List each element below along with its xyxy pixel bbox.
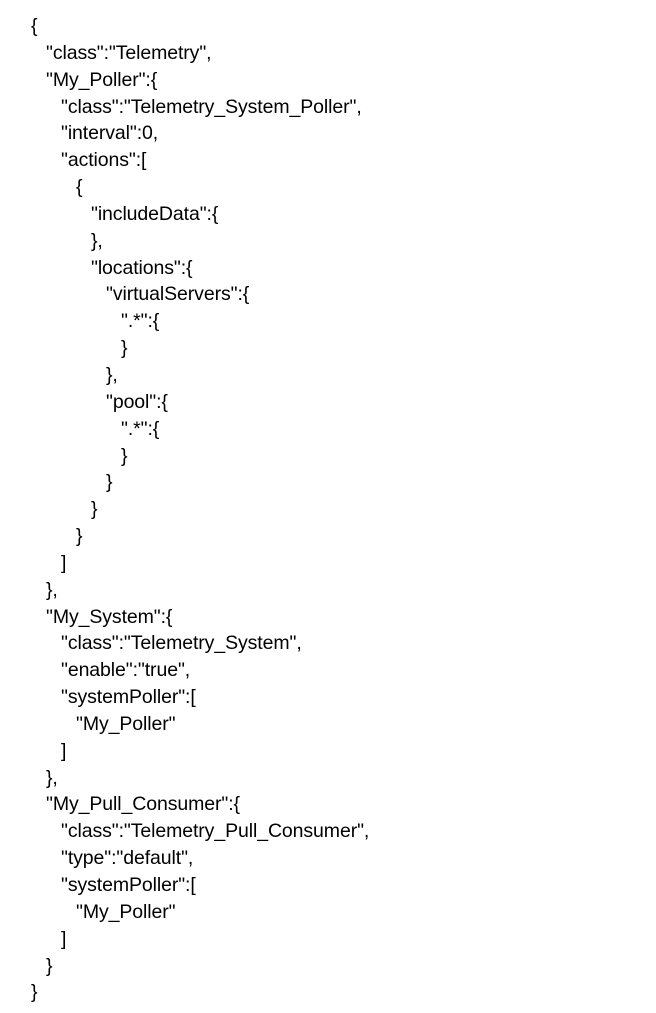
- line-my-poller-open: "My_Poller":{: [46, 68, 158, 91]
- line-vs-wildcard-close: }: [121, 337, 128, 360]
- line-my-system-close: },: [46, 766, 58, 789]
- line-pull-consumer-close: }: [46, 954, 53, 977]
- line-system-poller-open: "systemPoller":[: [61, 686, 196, 709]
- line-consumer-poller-item: "My_Poller": [76, 900, 176, 923]
- line-pool-close: }: [106, 471, 113, 494]
- line-pool-wildcard-close: }: [121, 444, 128, 467]
- line-system-class: "class":"Telemetry_System",: [61, 632, 302, 655]
- line-consumer-poller-close: ]: [61, 927, 67, 950]
- line-action-object-open: {: [76, 176, 83, 199]
- line-pull-consumer-open: "My_Pull_Consumer":{: [46, 793, 240, 816]
- line-locations-close: }: [91, 498, 98, 521]
- line-system-poller-close: ]: [61, 739, 67, 762]
- line-system-poller-item: "My_Poller": [76, 712, 176, 735]
- line-pool-open: "pool":{: [106, 390, 168, 413]
- line-action-object-close: }: [76, 525, 83, 548]
- line-locations-open: "locations":{: [91, 256, 193, 279]
- line-virtual-servers-open: "virtualServers":{: [106, 283, 250, 306]
- line-consumer-type: "type":"default",: [61, 847, 194, 870]
- line-close-root: }: [31, 981, 38, 1004]
- line-root-class: "class":"Telemetry",: [46, 41, 212, 64]
- line-my-poller-close: },: [46, 578, 58, 601]
- line-actions-close: ]: [61, 551, 67, 574]
- line-actions-open: "actions":[: [61, 149, 147, 172]
- line-consumer-class: "class":"Telemetry_Pull_Consumer",: [61, 820, 370, 843]
- line-include-data-open: "includeData":{: [91, 202, 219, 225]
- line-poller-interval: "interval":0,: [61, 122, 159, 145]
- line-poller-class: "class":"Telemetry_System_Poller",: [61, 95, 362, 118]
- line-consumer-poller-open: "systemPoller":[: [61, 874, 196, 896]
- line-include-data-close: },: [91, 229, 103, 252]
- line-pool-wildcard-open: ".*":{: [121, 417, 160, 440]
- line-vs-wildcard-open: ".*":{: [121, 310, 160, 333]
- line-open-root: {: [31, 15, 38, 37]
- line-my-system-open: "My_System":{: [46, 605, 173, 628]
- line-virtual-servers-close: },: [106, 363, 118, 386]
- line-system-enable: "enable":"true",: [61, 659, 191, 682]
- json-document: { "class":"Telemetry", "My_Poller":{ "cl…: [31, 13, 369, 1006]
